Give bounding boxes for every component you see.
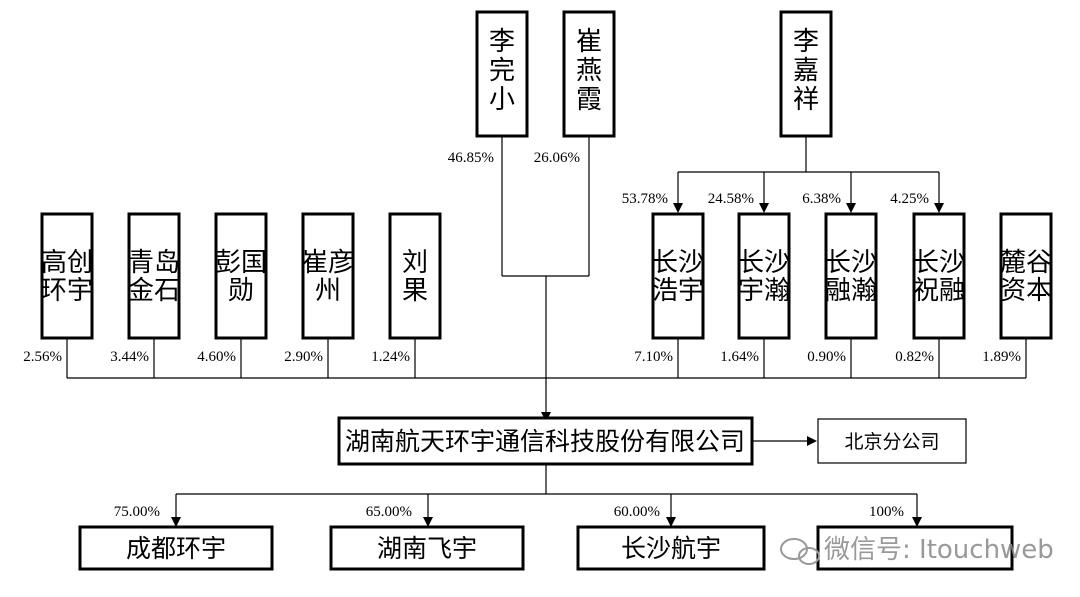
top-shareholder-pct: 46.85% [448, 150, 494, 166]
shareholder-pct: 0.82% [895, 349, 934, 365]
shareholder-row: 高创环宇 2.56% 青岛金石 3.44% 彭国勋 4.60% 崔彦州 2.90% 刘果 1.24… [23, 212, 1053, 365]
shareholder-box: 崔彦州 2.90% [284, 212, 355, 365]
shareholder-pct: 4.60% [197, 349, 236, 365]
shareholder-pct: 0.90% [807, 349, 846, 365]
controller-name: 李嘉祥 [793, 27, 819, 115]
shareholder-name: 长沙融瀚 [825, 248, 877, 306]
shareholder-pct: 7.10% [634, 349, 673, 365]
subsidiary-box: 成都环宇 [78, 525, 274, 571]
controller-entity-pct: 24.58% [708, 191, 754, 207]
branch-name: 北京分公司 [844, 431, 939, 453]
top-shareholder-pct: 26.06% [534, 150, 580, 166]
subsidiary-pct: 75.00% [114, 504, 160, 520]
shareholder-name: 刘果 [402, 248, 428, 306]
shareholder-pct: 1.24% [371, 349, 410, 365]
shareholder-box: 高创环宇 2.56% [23, 212, 94, 365]
shareholder-name: 长沙浩宇 [652, 248, 704, 306]
subsidiary-box: 长沙航宇 [576, 525, 766, 571]
top-shareholder-cui-yanxia: 崔燕霞 [562, 10, 616, 138]
controller-li-jiaxiang: 李嘉祥 [779, 10, 833, 138]
shareholder-pct: 2.90% [284, 349, 323, 365]
top-shareholder-li-wanxiao: 李完小 [475, 10, 529, 138]
shareholder-box: 长沙祝融 0.82% [895, 212, 966, 365]
subsidiary-box: 湖南飞宇 [329, 525, 525, 571]
subsidiary-name: 长沙航宇 [621, 534, 721, 563]
shareholder-pct: 1.64% [720, 349, 759, 365]
shareholder-box: 青岛金石 3.44% [110, 212, 181, 365]
company-box: 湖南航天环宇通信科技股份有限公司 [337, 416, 754, 466]
shareholder-box: 长沙浩宇 7.10% [634, 212, 705, 365]
shareholder-box: 麓谷资本 1.89% [982, 212, 1053, 365]
shareholder-name: 李完小 [489, 27, 515, 115]
shareholder-name: 长沙宇瀚 [738, 248, 790, 306]
wechat-icon [780, 538, 820, 565]
shareholder-name: 彭国勋 [215, 248, 267, 306]
subsidiary-pct: 100% [869, 504, 904, 520]
shareholder-pct: 2.56% [23, 349, 62, 365]
shareholder-name: 高创环宇 [41, 248, 93, 306]
shareholder-pct: 1.89% [982, 349, 1021, 365]
shareholder-name: 长沙祝融 [913, 248, 965, 306]
shareholder-name: 崔彦州 [302, 248, 354, 306]
shareholder-box: 长沙融瀚 0.90% [807, 212, 878, 365]
subsidiary-pct: 65.00% [366, 504, 412, 520]
subsidiary-pct: 60.00% [614, 504, 660, 520]
shareholder-box: 长沙宇瀚 1.64% [720, 212, 791, 365]
shareholder-pct: 3.44% [110, 349, 149, 365]
controller-entity-pct: 53.78% [622, 191, 668, 207]
connector-lines [66, 136, 1027, 527]
watermark: 微信号: Itouchweb [780, 535, 1054, 565]
controller-entity-pct: 6.38% [802, 191, 841, 207]
subsidiary-box [816, 525, 1014, 571]
subsidiary-name: 成都环宇 [126, 534, 226, 563]
shareholder-name: 崔燕霞 [576, 27, 602, 115]
shareholder-box: 彭国勋 4.60% [197, 212, 268, 365]
company-name: 湖南航天环宇通信科技股份有限公司 [345, 427, 745, 456]
branch-box: 北京分公司 [817, 418, 967, 464]
controller-entity-pct: 4.25% [890, 191, 929, 207]
shareholder-name: 麓谷资本 [1000, 248, 1052, 306]
shareholder-name: 青岛金石 [128, 248, 180, 306]
watermark-text: 微信号: Itouchweb [824, 535, 1054, 565]
subsidiary-name: 湖南飞宇 [377, 534, 477, 563]
shareholder-box: 刘果 1.24% [371, 212, 442, 365]
